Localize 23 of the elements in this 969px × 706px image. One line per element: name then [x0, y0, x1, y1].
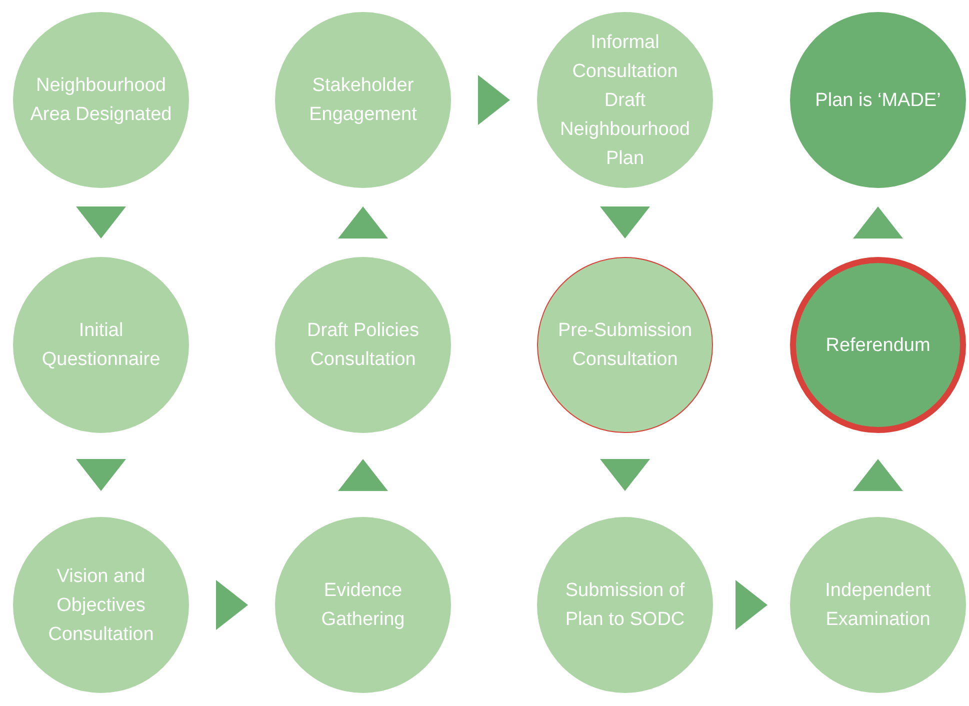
- arrow: [736, 580, 768, 630]
- step-label: Plan is ‘MADE’: [814, 88, 942, 112]
- step-label: Neighbourhood Area Designated: [29, 74, 173, 127]
- arrow: [76, 459, 126, 491]
- arrow: [853, 459, 903, 491]
- step-label: Vision and Objectives Consultation: [47, 564, 155, 646]
- arrow: [76, 206, 126, 238]
- arrow: [600, 206, 650, 238]
- arrow: [600, 459, 650, 491]
- step-label: Referendum: [824, 334, 932, 358]
- arrow: [338, 459, 388, 491]
- step-label: Pre-Submission Consultation: [556, 319, 694, 372]
- arrow: [216, 580, 248, 630]
- step-label: Stakeholder Engagement: [308, 74, 418, 127]
- step-label: Independent Examination: [824, 579, 932, 632]
- step-label: Draft Policies Consultation: [306, 319, 420, 372]
- step-label: Submission of Plan to SODC: [564, 579, 686, 632]
- arrow: [853, 206, 903, 238]
- arrow: [338, 206, 388, 238]
- step-label: Initial Questionnaire: [40, 319, 162, 372]
- arrow: [478, 75, 510, 125]
- step-label: Evidence Gathering: [320, 579, 406, 632]
- step-label: Informal Consultation Draft Neighbourhood Plan: [559, 30, 691, 170]
